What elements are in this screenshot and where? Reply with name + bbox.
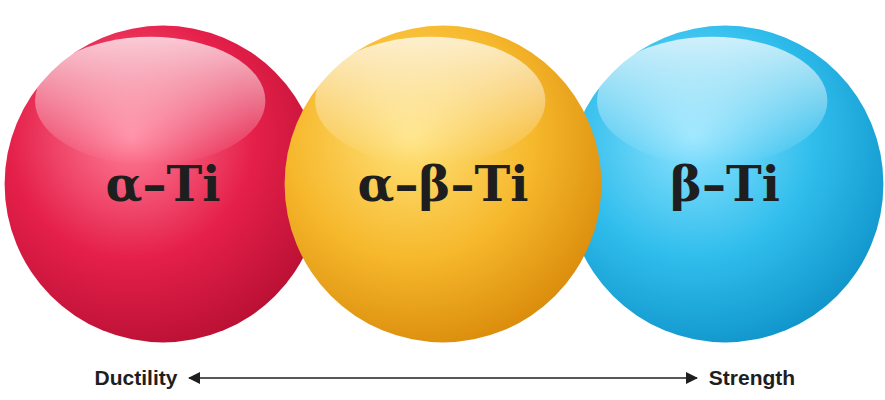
phase-circle: α–β–Ti	[283, 24, 603, 344]
gloss-highlight	[35, 37, 265, 165]
circle-fill	[567, 26, 884, 343]
circle-fill	[285, 26, 602, 343]
phase-circle: β–Ti	[565, 24, 885, 344]
circle-fill	[5, 26, 322, 343]
phase-label: α–Ti	[106, 156, 221, 212]
gloss-highlight	[597, 37, 827, 165]
gloss-highlight	[315, 37, 545, 165]
phase-label: α–β–Ti	[358, 156, 529, 212]
phase-circle: α–Ti	[3, 24, 323, 344]
axis-label: Ductility	[93, 366, 180, 390]
phase-label: β–Ti	[670, 156, 780, 212]
arrow-line	[189, 377, 697, 379]
axis-label: Strength	[707, 366, 797, 390]
